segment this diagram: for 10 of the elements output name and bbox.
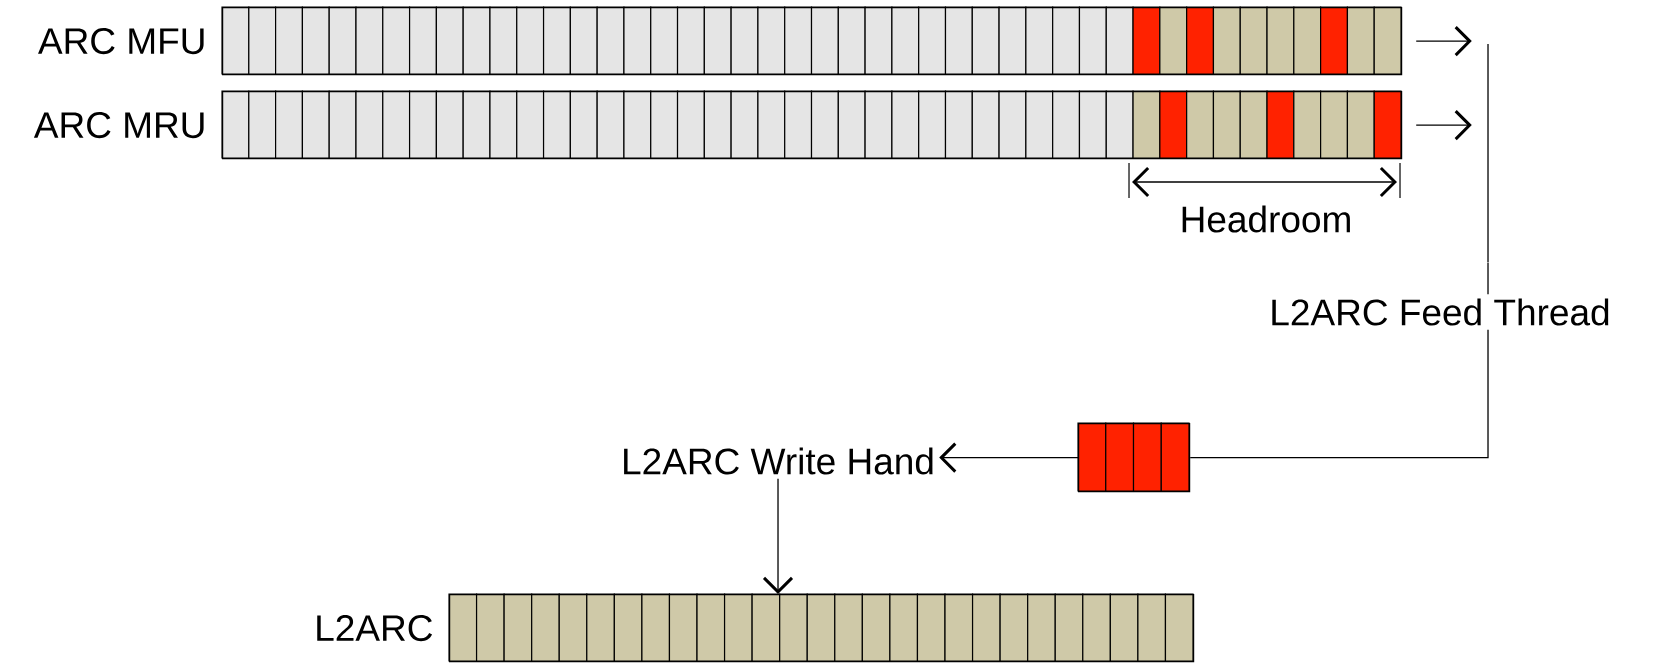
buffer-bar xyxy=(1077,422,1191,493)
bar-label: ARC MFU xyxy=(38,28,204,55)
bar-label: L2ARC xyxy=(317,615,433,642)
feed-line xyxy=(1487,43,1489,263)
bar-label: ARC MRU xyxy=(33,112,204,139)
thread-label: L2ARC Write Hand xyxy=(624,447,933,475)
arrow xyxy=(762,478,794,594)
dimension-label: Headroom xyxy=(1182,205,1350,233)
arrow xyxy=(939,442,1079,473)
thread-label: L2ARC Feed Thread xyxy=(1272,298,1609,326)
